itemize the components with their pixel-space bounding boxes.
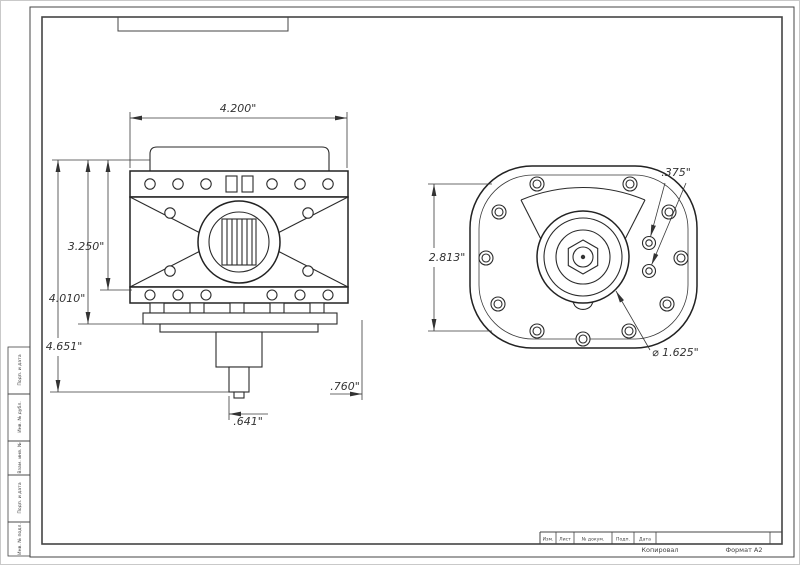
side-label-podp-data-2: Подп. и дата <box>17 354 23 385</box>
spline-teeth <box>226 219 253 265</box>
side-graph-column: Инв. № подл. Подп. и дата Взам. инв. № И… <box>7 346 31 557</box>
top-cap <box>149 146 330 171</box>
side-label-vzam-inv: Взам. инв. № <box>17 442 23 473</box>
shaft-tip <box>233 391 245 399</box>
dim-step-label: .760" <box>330 380 360 393</box>
front-bolts <box>478 176 689 347</box>
side-label-podp-data-1: Подп. и дата <box>17 482 23 513</box>
port-holes <box>641 235 657 279</box>
pump-front-view <box>469 165 698 349</box>
title-col-doc: № докум. <box>582 537 605 543</box>
title-col-sign: Подп. <box>616 537 630 543</box>
side-view-dimensions: 4.200" 3.250" 4.010" 4.651" .641" .760" <box>46 102 363 428</box>
dim-overall-height-label: 4.651" <box>46 340 83 353</box>
dim-width-label: 4.200" <box>220 102 257 115</box>
title-block: Изм. Лист № докум. Подп. Дата Копировал … <box>539 531 782 554</box>
body-corner-bolts <box>164 207 314 277</box>
sheet-border <box>29 6 795 558</box>
front-view-dimensions: 2.813" .375" ⌀ 1.625" <box>428 166 699 359</box>
drawing-frame <box>41 16 783 545</box>
dim-hub-diameter-label: ⌀ 1.625" <box>652 346 699 359</box>
shaft <box>228 366 250 393</box>
snout <box>215 331 263 368</box>
copied-label: Копировал <box>641 546 678 554</box>
dim-port-label: .375" <box>661 166 691 179</box>
lower-housing <box>142 312 338 399</box>
lower-flange-bolts <box>144 289 334 301</box>
dim-plate-height-label: 4.010" <box>49 292 86 305</box>
dim-bolt-span-label: 2.813" <box>429 251 466 264</box>
title-col-date: Дата <box>639 537 651 543</box>
upper-flange <box>129 170 349 198</box>
pump-side-view <box>129 146 349 399</box>
dim-body-height-label: 3.250" <box>68 240 105 253</box>
center-boss <box>197 200 281 284</box>
title-col-list: Лист <box>559 537 571 543</box>
upper-flange-bolts <box>144 175 334 193</box>
side-label-inv-dubl: Инв. № дубл. <box>17 401 23 432</box>
doc-number-box <box>117 16 289 32</box>
center-point <box>580 254 586 260</box>
dim-shaft-label: .641" <box>233 415 263 428</box>
side-label-inv-podl: Инв. № подл. <box>17 523 23 555</box>
title-col-izm: Изм. <box>543 537 554 543</box>
lower-flange <box>129 286 349 304</box>
spline-window <box>221 218 257 266</box>
center-hub <box>536 210 630 304</box>
format-label: Формат А2 <box>725 546 762 554</box>
